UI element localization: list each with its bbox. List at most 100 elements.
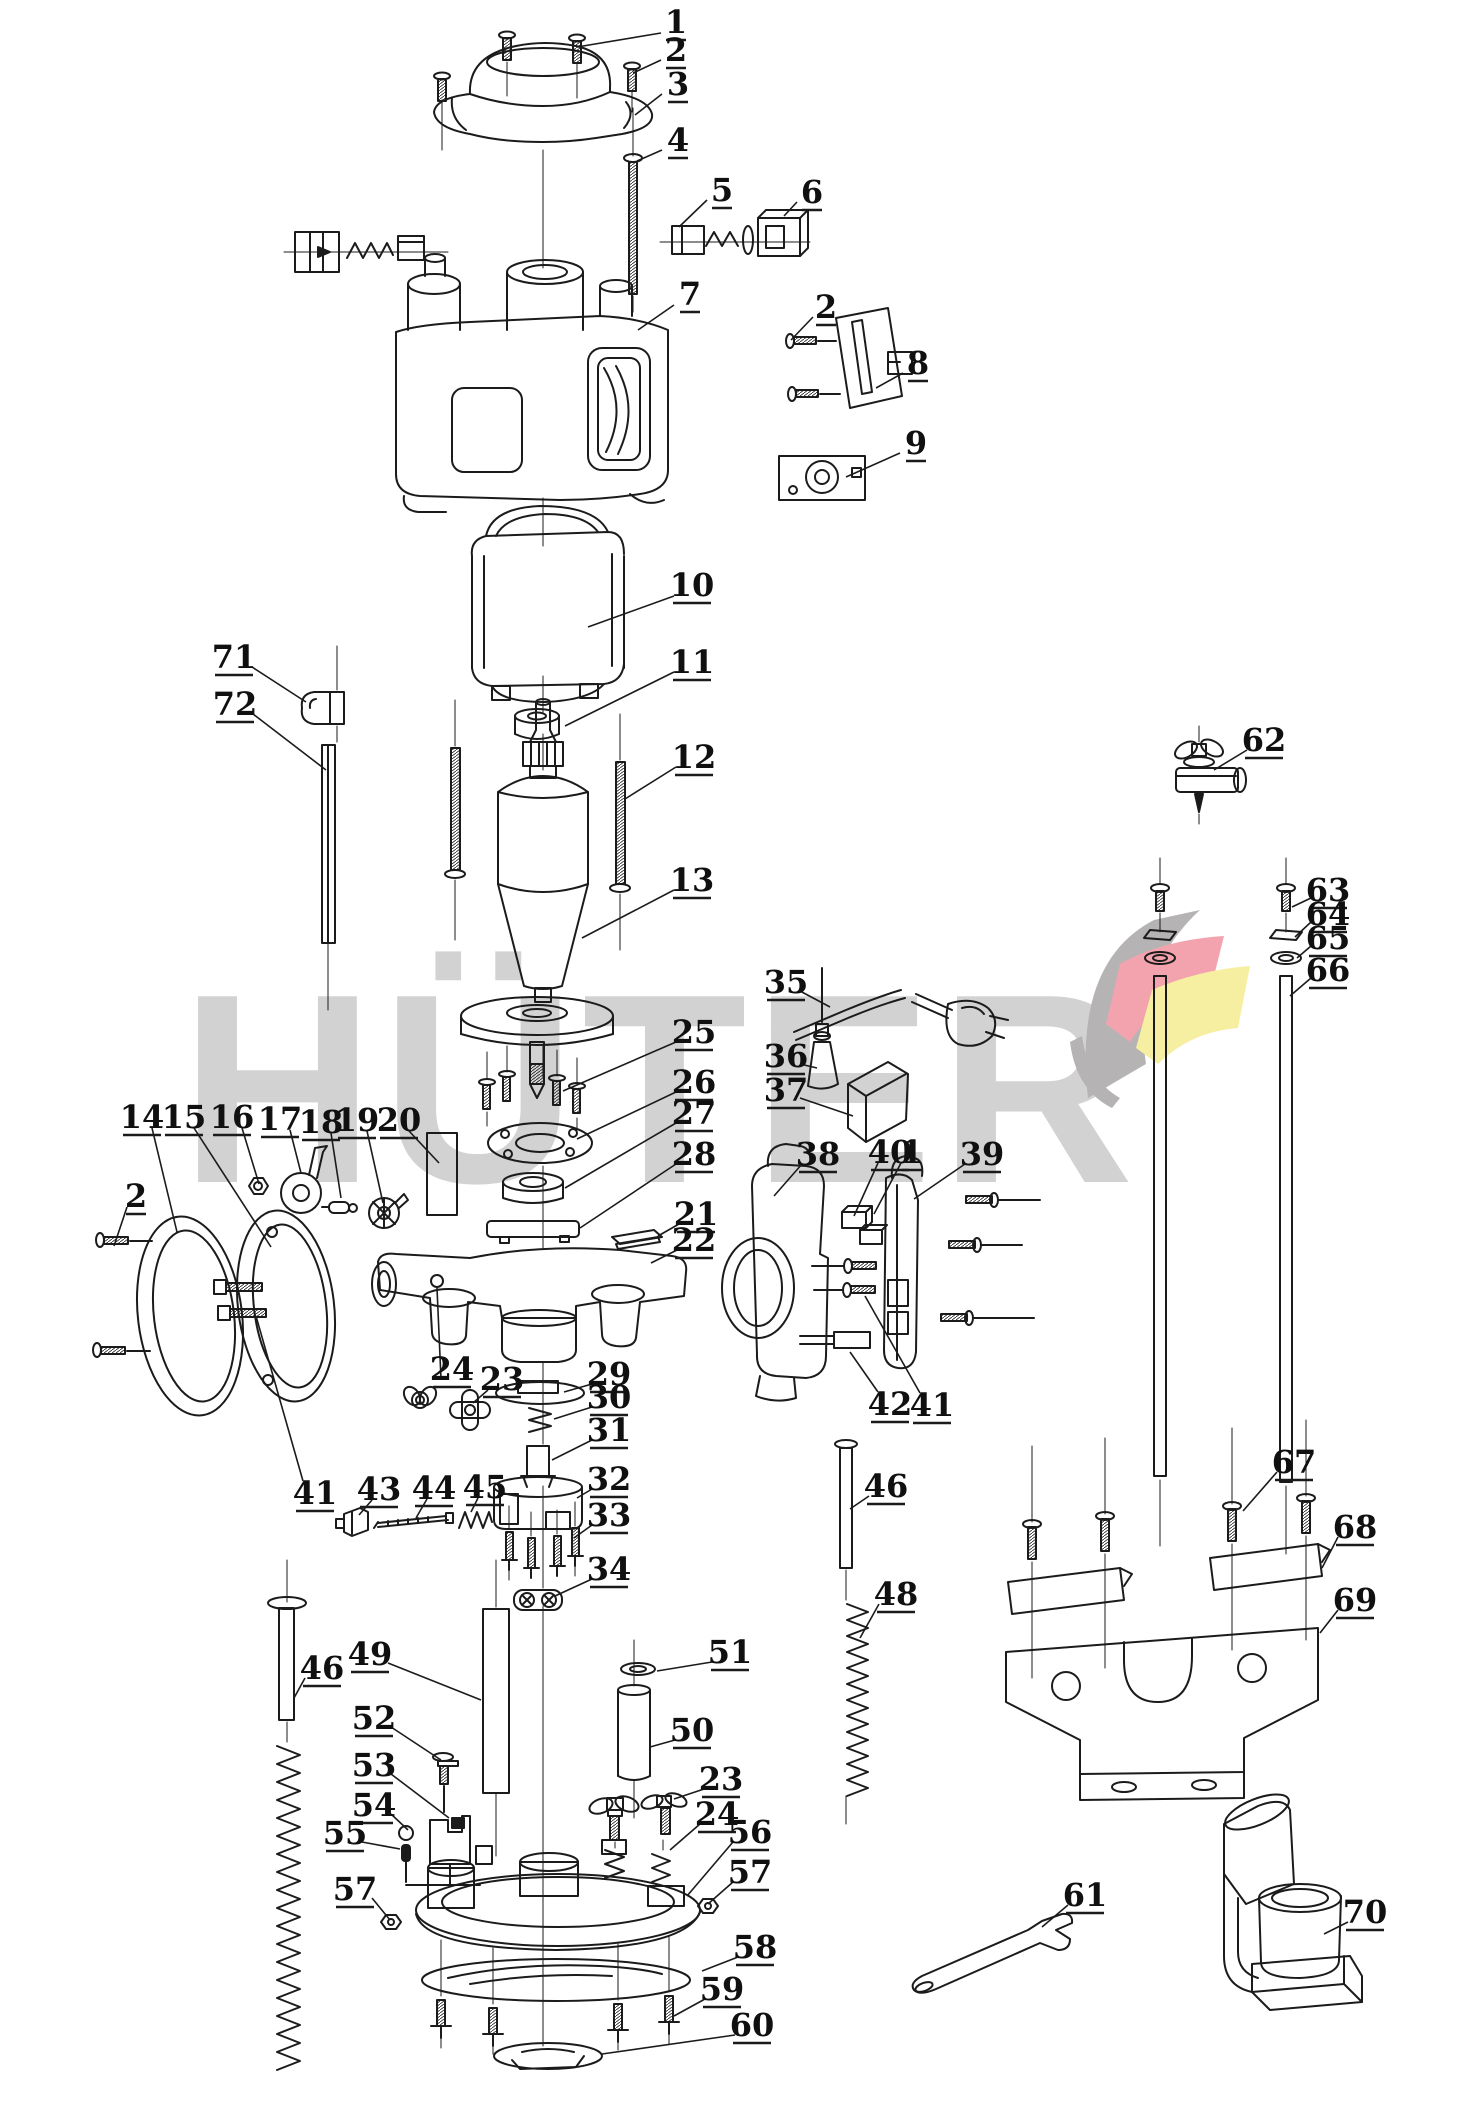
part-label-48: 48 (859, 1575, 918, 1639)
part-label-66: 66 (1289, 951, 1350, 997)
part-column-49 (482, 1608, 510, 1794)
part-fence-screws-67 (1022, 1493, 1316, 1560)
svg-text:2: 2 (125, 1177, 147, 1215)
part-nut-34 (513, 1589, 563, 1611)
part-label-30: 30 (553, 1378, 631, 1420)
part-label-1: 1 (576, 3, 687, 48)
part-label-23: 23 (472, 1360, 525, 1404)
part-label-52: 52 (352, 1699, 442, 1761)
svg-text:71: 71 (212, 638, 257, 676)
part-label-3: 3 (634, 65, 689, 116)
svg-text:53: 53 (352, 1746, 397, 1784)
svg-text:41: 41 (293, 1474, 338, 1512)
part-label-72: 72 (213, 685, 327, 771)
part-screw-44 (373, 1512, 454, 1529)
svg-text:63: 63 (1306, 871, 1351, 909)
svg-text:28: 28 (672, 1135, 717, 1173)
svg-text:26: 26 (672, 1063, 717, 1101)
part-label-68: 68 (1321, 1508, 1378, 1569)
part-label-18: 18 (299, 1103, 343, 1199)
part-plate-28 (486, 1220, 580, 1244)
part-plate-9 (778, 455, 866, 501)
svg-text:64: 64 (1306, 895, 1351, 933)
part-label-46: 46 (293, 1649, 344, 1699)
brand-logo-icon (1070, 910, 1250, 1108)
part-nuts-57 (380, 1898, 719, 1930)
svg-text:15: 15 (162, 1098, 207, 1136)
part-label-27: 27 (564, 1094, 717, 1189)
part-label-71: 71 (212, 638, 307, 703)
svg-text:61: 61 (1063, 1876, 1108, 1914)
svg-text:65: 65 (1306, 919, 1351, 957)
svg-text:13: 13 (670, 861, 715, 899)
part-label-7: 7 (637, 275, 701, 331)
part-label-39: 39 (913, 1135, 1005, 1200)
svg-text:70: 70 (1343, 1893, 1388, 1931)
part-rod-46-left (267, 1596, 307, 1721)
part-wingbolt-23-lower (588, 1795, 640, 1855)
part-label-34: 34 (554, 1550, 632, 1597)
svg-text:56: 56 (728, 1813, 773, 1851)
part-label-5: 5 (678, 171, 733, 228)
svg-text:32: 32 (587, 1460, 632, 1498)
part-housing-38 (721, 1143, 829, 1402)
part-screws-33 (501, 1527, 584, 1579)
cap-screws (433, 30, 641, 102)
part-label-22: 22 (650, 1221, 716, 1264)
svg-text:46: 46 (864, 1467, 909, 1505)
part-label-55: 55 (323, 1814, 401, 1853)
svg-text:69: 69 (1333, 1581, 1378, 1619)
svg-text:68: 68 (1333, 1508, 1378, 1546)
svg-text:59: 59 (700, 1970, 745, 2008)
svg-text:60: 60 (730, 2006, 775, 2044)
centerlines (283, 61, 1307, 2055)
svg-text:1: 1 (901, 1133, 923, 1171)
svg-text:38: 38 (796, 1135, 841, 1173)
svg-text:11: 11 (670, 643, 715, 681)
part-label-16: 16 (210, 1098, 260, 1185)
part-label-29: 29 (563, 1355, 631, 1394)
part-label-63: 63 (1291, 871, 1351, 910)
svg-text:43: 43 (357, 1470, 402, 1508)
svg-text:8: 8 (907, 344, 929, 382)
svg-text:2: 2 (665, 31, 687, 69)
part-knurled-nut-19 (368, 1193, 409, 1229)
svg-text:39: 39 (960, 1135, 1005, 1173)
part-label-38: 38 (773, 1135, 841, 1197)
svg-text:35: 35 (764, 963, 809, 1001)
svg-text:23: 23 (480, 1360, 525, 1398)
svg-text:27: 27 (672, 1094, 717, 1132)
part-label-53: 53 (352, 1746, 450, 1819)
part-bolts-12 (444, 747, 631, 893)
part-label-11: 11 (564, 643, 715, 727)
svg-text:57: 57 (333, 1870, 378, 1908)
part-label-20: 20 (377, 1101, 440, 1164)
svg-text:24: 24 (695, 1795, 740, 1833)
part-power-cord (793, 989, 1009, 1047)
svg-text:54: 54 (352, 1786, 397, 1824)
part-label-1: 1 (873, 1133, 923, 1215)
svg-text:10: 10 (670, 566, 715, 604)
svg-text:1: 1 (665, 3, 687, 41)
svg-text:40: 40 (868, 1133, 913, 1171)
svg-text:14: 14 (120, 1098, 165, 1136)
part-switch-8 (785, 307, 913, 409)
part-label-49: 49 (348, 1635, 482, 1701)
svg-text:42: 42 (868, 1385, 913, 1423)
part-label-28: 28 (579, 1135, 717, 1229)
part-label-45: 45 (463, 1468, 507, 1513)
part-plate-20 (426, 1132, 458, 1216)
part-label-31: 31 (551, 1411, 631, 1461)
svg-text:2: 2 (815, 288, 837, 326)
part-label-2: 2 (790, 288, 837, 341)
part-label-44: 44 (412, 1469, 456, 1519)
part-base-casting (371, 1247, 688, 1363)
part-label-61: 61 (1041, 1876, 1108, 1928)
part-spring-45 (458, 1511, 493, 1529)
part-ring-54 (398, 1825, 414, 1841)
part-label-54: 54 (352, 1786, 409, 1831)
svg-text:34: 34 (587, 1550, 632, 1588)
